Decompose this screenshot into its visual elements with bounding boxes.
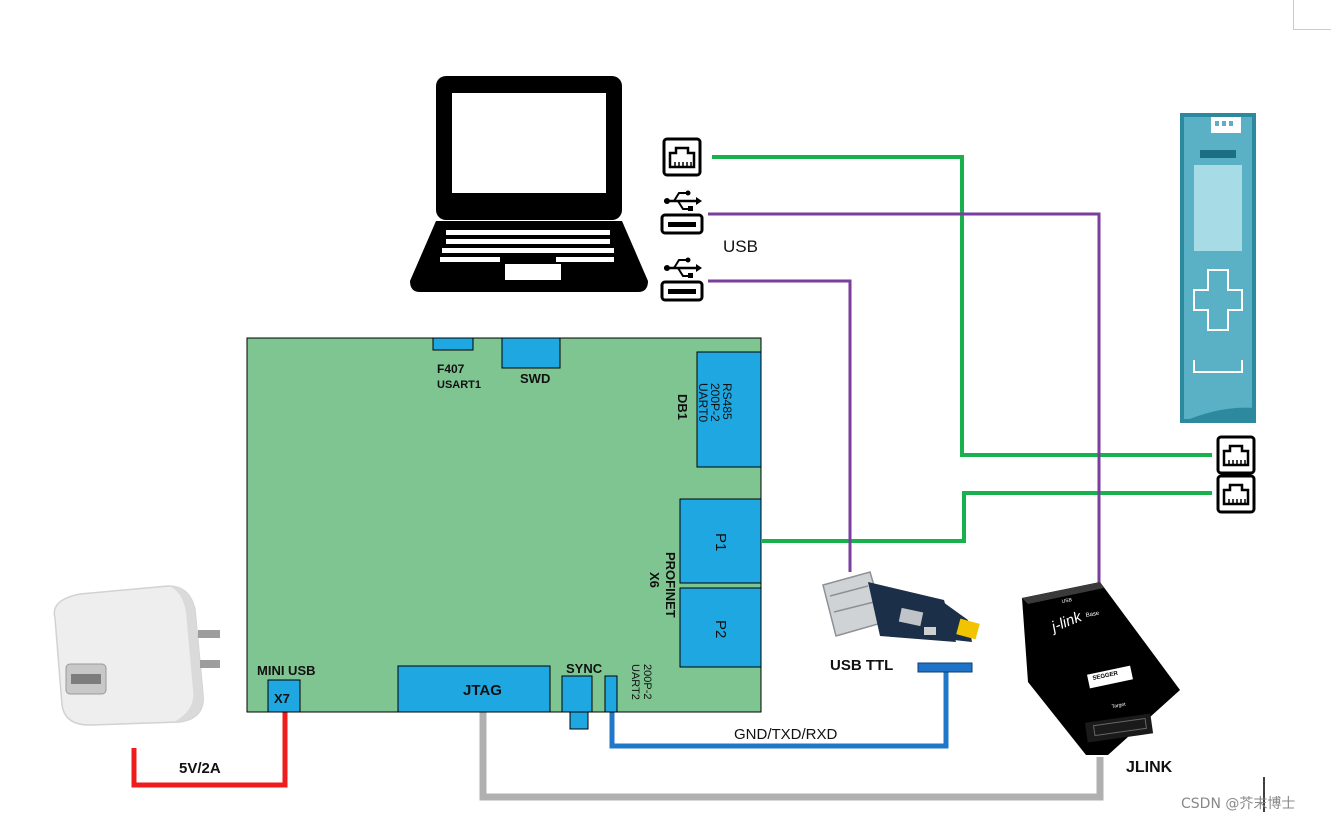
jtag-cable bbox=[479, 711, 1104, 801]
rs485-200p2-label: 200P-2 bbox=[708, 383, 722, 422]
uart-wires-label: GND/TXD/RXD bbox=[734, 726, 838, 743]
f407-usart1-connector bbox=[432, 337, 474, 351]
plc-module-icon bbox=[1180, 113, 1256, 423]
usb-icon bbox=[662, 257, 702, 279]
board bbox=[246, 337, 762, 713]
usb-ttl-pin-header bbox=[917, 662, 973, 673]
uart2-200p2-label: 200P-2 bbox=[641, 664, 653, 699]
ethernet-port-icon bbox=[662, 137, 702, 177]
usb-label: USB bbox=[723, 237, 758, 256]
x6-label: X6 bbox=[647, 572, 662, 588]
usb-port-icon bbox=[660, 280, 704, 302]
jlink-logo-text: SEGGER bbox=[1092, 671, 1119, 682]
p1-label: P1 bbox=[712, 533, 729, 551]
laptop-icon bbox=[410, 76, 648, 292]
uart0-label: UART0 bbox=[696, 383, 710, 422]
x7-label: X7 bbox=[274, 691, 290, 706]
db1-label: DB1 bbox=[675, 394, 690, 420]
sync-connector bbox=[561, 675, 593, 713]
f407-label: F407 bbox=[437, 362, 465, 376]
rs485-label: RS485 bbox=[720, 383, 734, 420]
jlink-usb-text: USB bbox=[1061, 597, 1073, 605]
usb-port-icon bbox=[660, 213, 704, 235]
usb-icon bbox=[662, 190, 702, 212]
uart2-label: UART2 bbox=[629, 664, 641, 700]
uart-wire bbox=[609, 672, 949, 749]
corner-frame bbox=[1293, 0, 1331, 30]
jlink-label: JLINK bbox=[1126, 759, 1173, 776]
jlink-tag-text: Base bbox=[1085, 611, 1100, 619]
swd-connector bbox=[501, 337, 561, 369]
ethernet-port-icon bbox=[1216, 474, 1256, 514]
watermark: CSDN @芥末博士 bbox=[1181, 795, 1295, 812]
x7-mini-usb-connector bbox=[267, 679, 301, 713]
usb-ttl-label: USB TTL bbox=[830, 657, 893, 674]
p2-label: P2 bbox=[712, 620, 729, 638]
power-label: 5V/2A bbox=[179, 760, 221, 777]
swd-label: SWD bbox=[520, 371, 550, 386]
jtag-label: JTAG bbox=[463, 682, 502, 699]
jlink-target-text: Target bbox=[1111, 702, 1126, 710]
usb-power-adapter-icon bbox=[53, 585, 220, 726]
uart2-connector bbox=[604, 675, 618, 713]
p2-connector bbox=[679, 587, 762, 668]
usb-ttl-adapter-icon bbox=[822, 571, 980, 642]
p1-connector bbox=[679, 498, 762, 584]
ethernet-port-icon bbox=[1216, 435, 1256, 475]
jtag-connector bbox=[397, 665, 551, 713]
profinet-label: PROFINET bbox=[663, 552, 678, 618]
jlink-debugger-icon: j-link Base USB Target SEGGER bbox=[1022, 582, 1180, 755]
ethernet-wire-laptop-plc bbox=[712, 155, 1212, 457]
mini-usb-label: MINI USB bbox=[257, 663, 316, 678]
sync-label: SYNC bbox=[566, 661, 603, 676]
ethernet-wire-p1-plc bbox=[762, 491, 1212, 543]
usb-wire-jlink bbox=[708, 212, 1101, 585]
usb-wire-usbttl bbox=[708, 279, 852, 572]
rs485-connector bbox=[696, 351, 762, 468]
sync-plug bbox=[569, 711, 589, 730]
usart1-label: USART1 bbox=[437, 379, 481, 391]
power-wire bbox=[131, 712, 288, 788]
